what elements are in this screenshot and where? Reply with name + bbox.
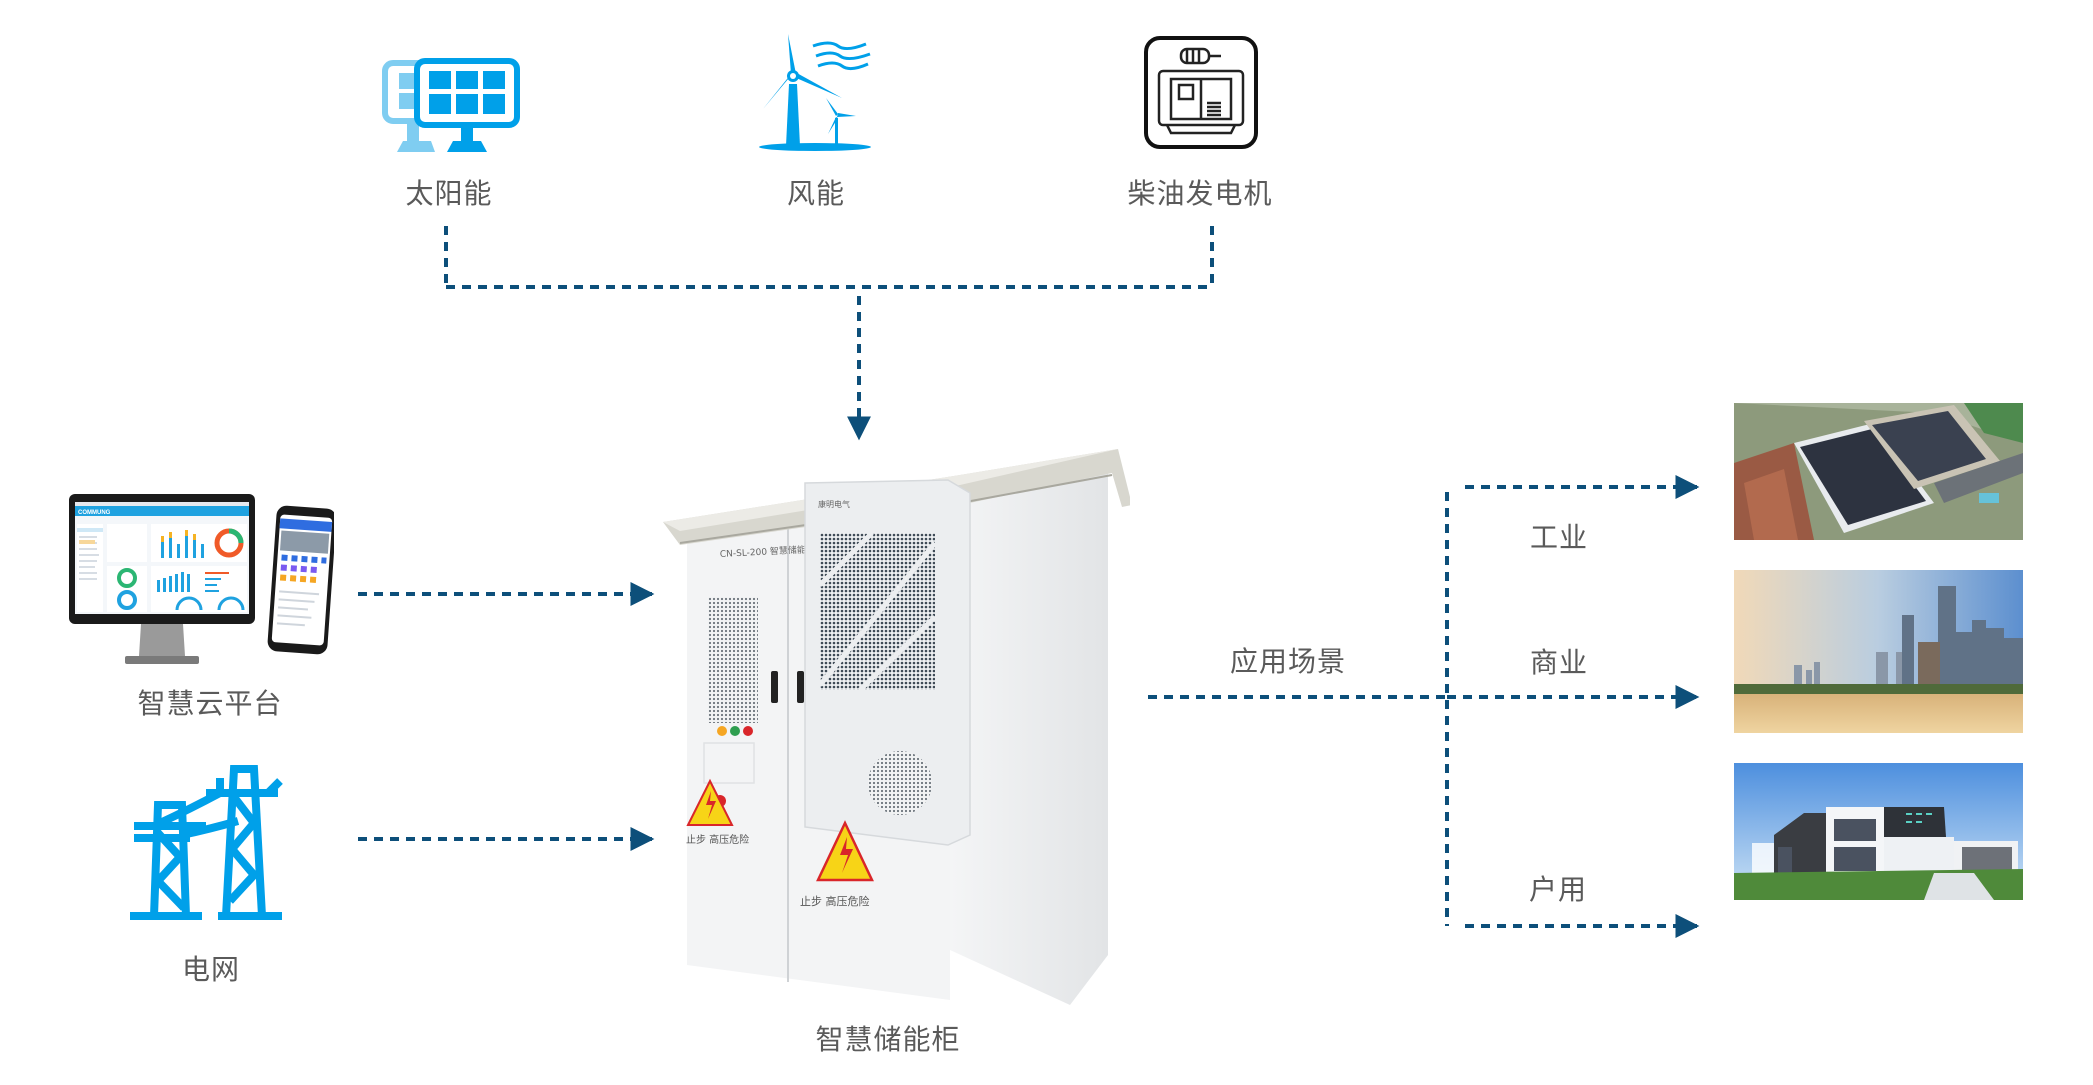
svg-text:止步 高压危险: 止步 高压危险 — [800, 894, 870, 908]
diesel-generator-icon — [1144, 36, 1258, 149]
warning-sign-left: 止步 高压危险 — [686, 778, 749, 846]
indicator-light-red — [743, 726, 753, 736]
indicator-light-green — [730, 726, 740, 736]
industrial-label: 工业 — [1529, 521, 1589, 554]
commercial-label: 商业 — [1529, 646, 1589, 679]
scenarios-title: 应用场景 — [1229, 645, 1347, 678]
monitor-phone-icon: COMMUNG — [69, 494, 337, 664]
residential-label: 户用 — [1528, 873, 1588, 906]
industrial-scene-image — [1734, 403, 2023, 540]
energy-storage-cabinet: CN-SL-200 智慧储能柜 康明电气 止步 高压危险 — [660, 445, 1132, 1005]
diesel-source — [1143, 35, 1259, 150]
wind-turbine-icon — [759, 34, 871, 151]
commercial-scene-image — [1734, 570, 2023, 733]
right-door-handle — [797, 671, 804, 703]
residential-scene-image — [1734, 763, 2023, 900]
left-door-handle — [771, 671, 778, 703]
cloud-platform: COMMUNG — [69, 494, 337, 666]
indicator-light-yellow — [717, 726, 727, 736]
platform-brand: COMMUNG — [78, 510, 111, 516]
cabinet-label: 智慧储能柜 — [815, 1023, 961, 1056]
solar-source — [377, 55, 523, 152]
cloud-platform-label: 智慧云平台 — [137, 687, 283, 720]
solar-label: 太阳能 — [405, 177, 493, 210]
diesel-label: 柴油发电机 — [1127, 177, 1273, 210]
svg-text:止步 高压危险: 止步 高压危险 — [686, 833, 749, 846]
power-grid — [130, 763, 290, 920]
brand-plate: 康明电气 — [818, 499, 850, 509]
wind-label: 风能 — [786, 177, 846, 210]
wind-source — [758, 34, 872, 152]
power-tower-icon — [130, 765, 283, 920]
warning-sign-right: 止步 高压危险 — [800, 820, 874, 908]
cabinet-illustration: CN-SL-200 智慧储能柜 康明电气 止步 高压危险 — [663, 449, 1132, 1005]
solar-panel-icon — [382, 58, 520, 152]
power-grid-label: 电网 — [181, 953, 241, 986]
